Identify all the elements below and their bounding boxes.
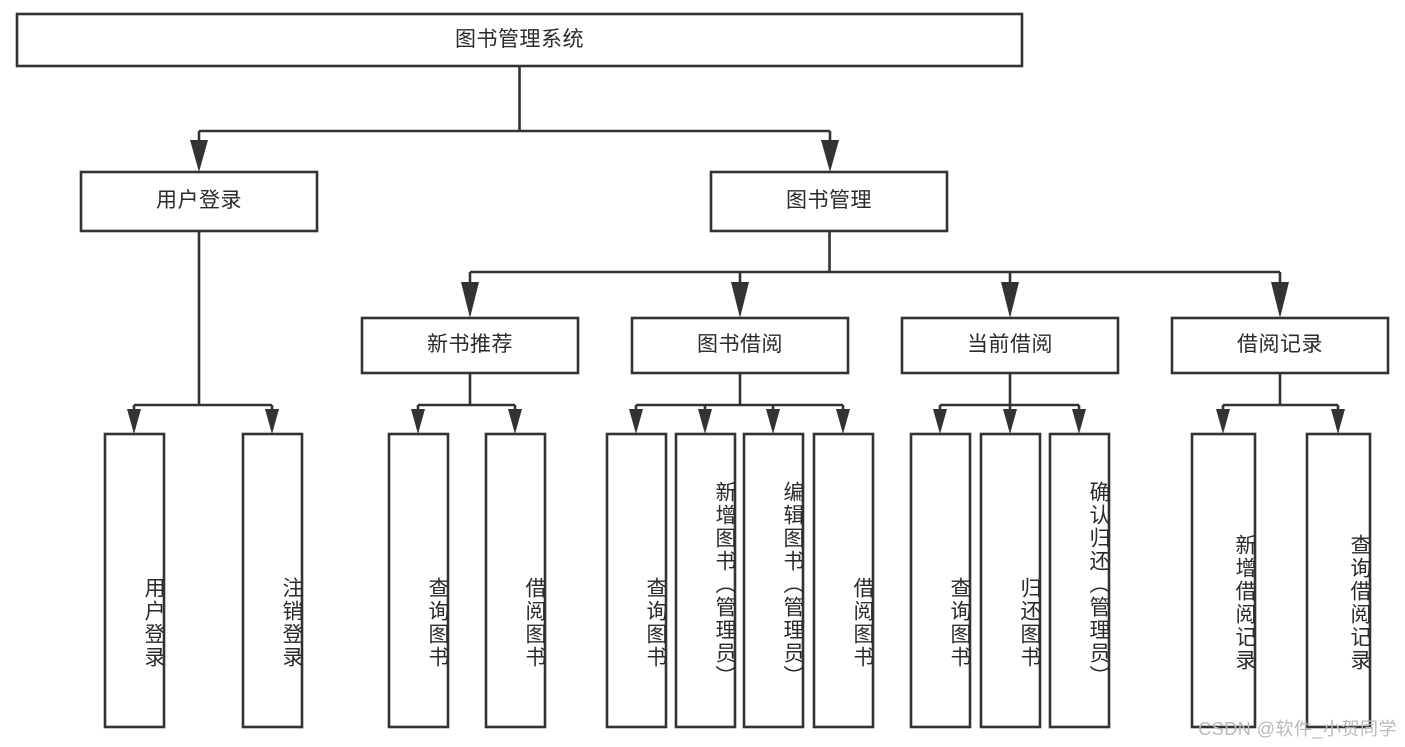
leaf-box[interactable] (484, 432, 547, 729)
leaf-box[interactable] (241, 432, 304, 729)
node-book-management[interactable] (709, 170, 949, 233)
node-borrow-record[interactable] (1170, 316, 1390, 375)
leaf-box[interactable] (674, 432, 737, 729)
connector-group-borrow-record (1216, 373, 1345, 434)
leaf-box[interactable] (1190, 432, 1257, 729)
leaf-box[interactable] (1305, 432, 1372, 729)
connector-group-root (190, 66, 839, 172)
node-current-borrow[interactable] (900, 316, 1120, 375)
leaf-box[interactable] (909, 432, 972, 729)
node-new-book-recommend[interactable] (360, 316, 580, 375)
node-root[interactable] (15, 12, 1024, 68)
connector-group-book-management (461, 231, 1289, 318)
leaf-box[interactable] (812, 432, 875, 729)
leaf-box[interactable] (605, 432, 668, 729)
node-book-borrow[interactable] (630, 316, 850, 375)
connector-group-book-borrow (629, 373, 850, 434)
node-user-login[interactable] (79, 170, 319, 233)
leaf-box[interactable] (742, 432, 805, 729)
connector-group-current-borrow (933, 373, 1086, 434)
leaf-box[interactable] (103, 432, 166, 729)
leaf-box[interactable] (1048, 432, 1111, 729)
connector-group-new-book (411, 373, 522, 434)
connector-group-user-login (127, 231, 279, 434)
leaf-box[interactable] (387, 432, 450, 729)
leaf-box[interactable] (979, 432, 1042, 729)
